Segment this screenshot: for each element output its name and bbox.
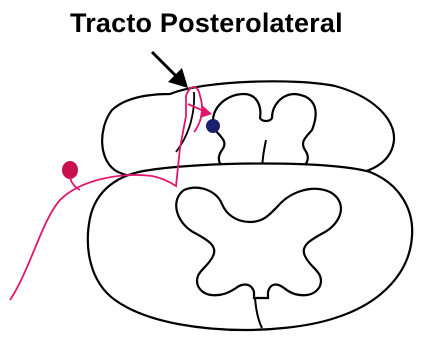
dorsal-root-ganglion-cell bbox=[62, 161, 78, 179]
arrow-icon bbox=[152, 52, 188, 88]
second-order-neuron bbox=[206, 119, 220, 133]
lower-cord-section bbox=[88, 164, 412, 331]
